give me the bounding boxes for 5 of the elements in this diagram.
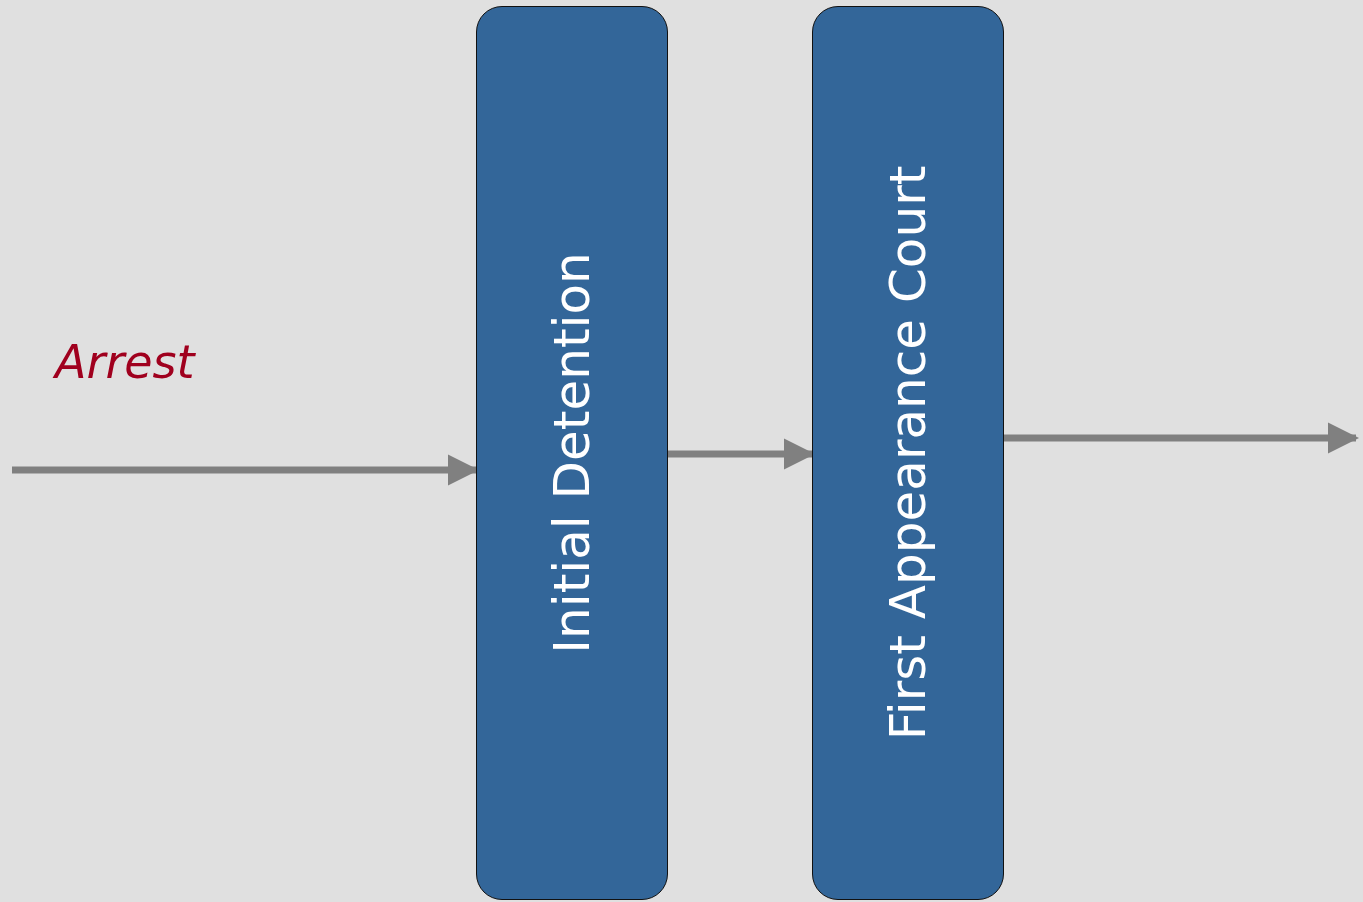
- arrow: [1004, 422, 1360, 454]
- box-label: Initial Detention: [543, 252, 601, 654]
- box-label: First Appearance Court: [879, 165, 937, 741]
- process-box: [476, 6, 668, 900]
- process-box: [812, 6, 1004, 900]
